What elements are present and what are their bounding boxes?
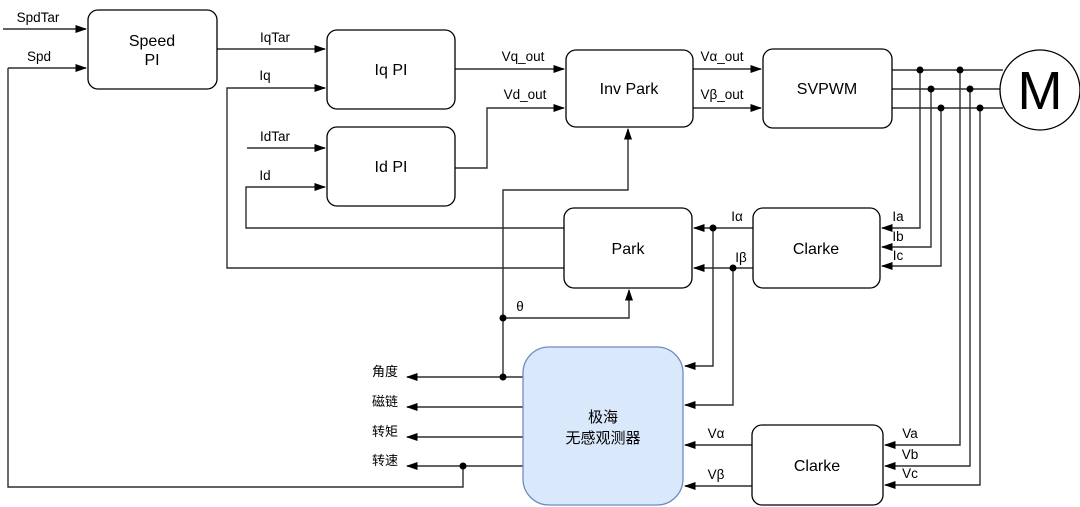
clarke-current-block xyxy=(752,207,881,289)
observer-block xyxy=(522,346,684,506)
wire-id-feedback xyxy=(245,183,564,229)
wire-ic xyxy=(881,108,942,270)
junction-dot xyxy=(927,85,935,93)
junction-dot xyxy=(976,104,984,112)
inv-park-label: Inv Park xyxy=(600,81,660,98)
park-block xyxy=(563,207,693,289)
vbeta-out-label: Vβ_out xyxy=(700,87,743,102)
clarke-voltage-label: Clarke xyxy=(794,458,840,475)
ia-label: Ia xyxy=(892,209,904,224)
wire-vc xyxy=(884,108,981,489)
wire-theta-park xyxy=(503,289,633,319)
wire-vd-out xyxy=(455,104,565,169)
junction-dots xyxy=(459,66,984,470)
wire-ialpha-observer xyxy=(684,228,714,370)
ibeta-label: Iβ xyxy=(735,250,747,265)
wires xyxy=(3,25,1003,490)
signal-labels: SpdTar Spd IqTar Iq IdTar Id Vq_out Vd_o… xyxy=(17,10,919,482)
wire-vb xyxy=(884,89,971,470)
ic-label: Ic xyxy=(893,248,904,263)
spdtar-label: SpdTar xyxy=(17,10,60,25)
wire-ibeta-observer xyxy=(684,268,734,409)
observer-label-line2: 无感观测器 xyxy=(565,430,640,447)
junction-dot xyxy=(729,264,737,272)
iqtar-label: IqTar xyxy=(260,30,291,45)
junction-dot xyxy=(966,85,974,93)
spd-label: Spd xyxy=(27,49,51,64)
wire-va xyxy=(884,70,961,449)
svpwm-block xyxy=(762,48,893,129)
iq-label: Iq xyxy=(259,68,270,83)
inv-park-block xyxy=(565,49,694,128)
angle-label: 角度 xyxy=(372,364,398,379)
id-pi-block xyxy=(326,126,456,207)
vc-label: Vc xyxy=(902,466,918,481)
clarke-voltage-block xyxy=(751,424,884,506)
theta-label: θ xyxy=(516,299,524,314)
motor-block xyxy=(999,49,1080,131)
wire-ib xyxy=(881,89,932,251)
iq-pi-label: Iq PI xyxy=(375,62,408,79)
junction-dot xyxy=(916,66,924,74)
wire-speed-feedback xyxy=(7,68,464,488)
junction-dot xyxy=(937,104,945,112)
junction-dot xyxy=(499,314,507,322)
speed-pi-block xyxy=(87,9,218,90)
wire-ia xyxy=(881,70,921,232)
junction-dot xyxy=(709,224,717,232)
wire-theta-invpark xyxy=(502,128,632,377)
flux-label: 磁链 xyxy=(372,394,398,409)
iq-pi-block xyxy=(326,29,456,110)
svpwm-label: SVPWM xyxy=(797,81,857,98)
valpha-in-label: Vα xyxy=(708,426,725,441)
speed-pi-label-line1: Speed xyxy=(129,33,175,50)
ib-label: Ib xyxy=(892,229,903,244)
blocks: Speed PI Iq PI Id PI Inv Park SVPWM Park… xyxy=(87,9,1080,506)
valpha-out-label: Vα_out xyxy=(700,49,743,64)
clarke-current-label: Clarke xyxy=(793,241,839,258)
vb-label: Vb xyxy=(902,447,919,462)
va-label: Va xyxy=(902,426,918,441)
id-label: Id xyxy=(259,168,270,183)
junction-dot xyxy=(459,462,467,470)
junction-dot xyxy=(499,373,507,381)
ialpha-label: Iα xyxy=(731,209,743,224)
vd-out-label: Vd_out xyxy=(504,87,547,102)
park-label: Park xyxy=(612,241,646,258)
vq-out-label: Vq_out xyxy=(502,49,545,64)
observer-label-line1: 极海 xyxy=(588,409,618,426)
vbeta-in-label: Vβ xyxy=(708,467,725,482)
junction-dot xyxy=(956,66,964,74)
torque-label: 转矩 xyxy=(372,424,398,439)
wire-iq-feedback xyxy=(226,84,564,269)
speed-pi-label-line2: PI xyxy=(144,52,159,69)
id-pi-label: Id PI xyxy=(375,159,408,176)
motor-label: M xyxy=(1018,61,1063,121)
idtar-label: IdTar xyxy=(260,129,291,144)
speed-label: 转速 xyxy=(372,453,398,468)
